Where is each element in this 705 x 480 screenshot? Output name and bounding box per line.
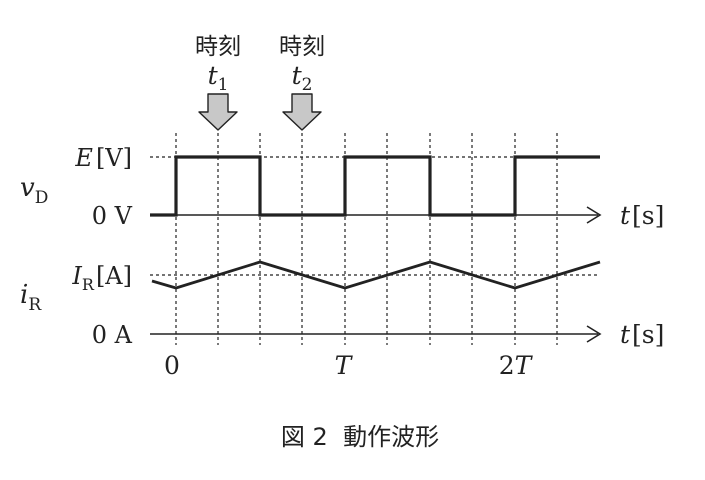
t1-label: t1 <box>208 61 229 95</box>
vertical-grid <box>175 133 558 345</box>
ir-level-label: IR[A] <box>71 262 132 294</box>
vd-low-label: 0 V <box>92 202 133 230</box>
ir-signal-label: iR <box>20 280 42 315</box>
vd-high-label: E[V] <box>74 144 132 172</box>
tick-label-zero: 0 <box>164 351 180 380</box>
t1-marker-arrow <box>198 93 238 131</box>
figure-caption: 図 2 動作波形 <box>281 423 439 451</box>
ir-zero-label: 0 A <box>92 321 133 349</box>
t2-caption: 時刻 <box>279 34 325 60</box>
t2-marker-arrow <box>282 93 322 131</box>
ir-axis-label: t[s] <box>620 320 664 349</box>
vd-time-axis <box>150 206 602 224</box>
ir-triangle-wave <box>151 260 601 290</box>
t2-label: t2 <box>292 61 313 95</box>
tick-label-2t: 2T <box>499 351 534 380</box>
vd-square-wave <box>150 155 600 217</box>
vd-axis-label: t[s] <box>620 201 664 230</box>
t1-caption: 時刻 <box>195 34 241 60</box>
ir-time-axis <box>150 325 602 343</box>
vd-signal-label: vD <box>20 173 48 208</box>
tick-label-t: T <box>335 351 354 380</box>
